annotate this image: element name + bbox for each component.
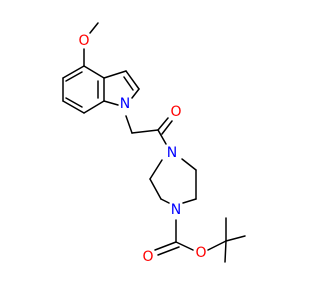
atom-indole-nitrogen: N xyxy=(120,96,130,112)
bond-carbonyl-piperazine xyxy=(157,129,167,145)
bond-benzene-c6-c1 xyxy=(83,65,105,79)
bond-piperazine-n1-c6 xyxy=(182,198,197,204)
bond-methyl-oxygen xyxy=(89,22,99,34)
molecule-structure: O N O N N O O xyxy=(0,0,300,300)
bond-benzene-c1-c2 xyxy=(62,65,85,79)
bond-piperazine-c3-c2 xyxy=(149,178,162,200)
bond-carbonyl-double-2 xyxy=(161,120,173,135)
bond-carbamate-ester-oxygen xyxy=(175,241,194,251)
canvas-background xyxy=(0,0,300,300)
bond-pyrrole-n1-c7a xyxy=(103,100,119,106)
bond-ester-oxygen-tert-carbon xyxy=(207,240,227,251)
bond-piperazine-c2-n1 xyxy=(160,198,170,204)
bond-piperazine-n4-c3 xyxy=(149,159,163,180)
bond-piperazine-c5-n4 xyxy=(181,158,197,171)
bond-benzene-c1-c2-inner xyxy=(65,71,83,82)
atom-carbamate-carbonyl-oxygen: O xyxy=(142,249,153,265)
bond-benzene-c3-c4-inner xyxy=(65,97,83,108)
bond-pyrrole-c3-c2 xyxy=(125,70,140,90)
atom-carbonyl-oxygen: O xyxy=(170,104,181,120)
bond-tert-carbon-methyl-bottom xyxy=(224,240,227,263)
bond-benzene-c4-c5 xyxy=(83,100,105,114)
bond-pyrrole-c3-c2-inner xyxy=(123,76,134,91)
bond-methylene-carbonyl xyxy=(131,129,159,134)
bond-pyrrole-c3a-c3 xyxy=(103,70,127,79)
bond-carbamate-double-2 xyxy=(157,246,180,256)
atom-methoxy-oxygen: O xyxy=(78,33,89,49)
bond-pyrrole-c2-n1 xyxy=(131,88,140,99)
bond-benzene-c3-c4 xyxy=(62,100,85,114)
atom-carbamate-ester-oxygen: O xyxy=(195,245,206,261)
bond-tert-carbon-methyl-right xyxy=(225,235,246,242)
atom-piperazine-nitrogen-bottom: N xyxy=(171,202,181,218)
bond-indole-n-methylene xyxy=(125,115,133,134)
bond-carbamate-double-1 xyxy=(154,241,177,251)
atom-piperazine-nitrogen-top: N xyxy=(167,145,177,161)
bond-carbonyl-double-1 xyxy=(157,117,169,131)
